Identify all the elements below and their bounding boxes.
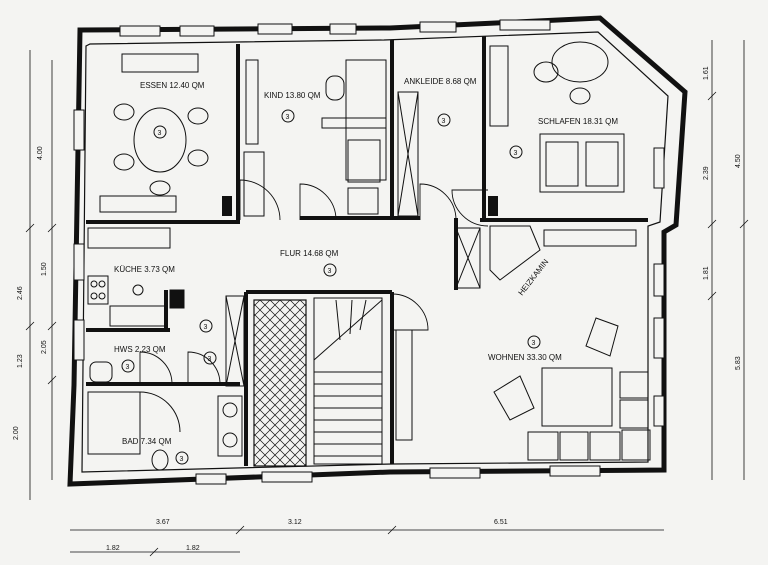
room-label-essen: ESSEN 12.40 QM: [140, 81, 205, 90]
dim-right-1: 4.50: [735, 154, 742, 168]
wall-pillars: [222, 196, 498, 216]
dim-right-4: 5.83: [735, 356, 742, 370]
svg-text:3: 3: [532, 340, 536, 347]
dim-left-5: 2.00: [13, 426, 20, 440]
svg-text:3: 3: [514, 150, 518, 157]
marker-kueche: 3: [199, 319, 213, 333]
marker-bad: 3: [175, 451, 189, 465]
room-label-bad: BAD 7.34 QM: [122, 437, 172, 446]
svg-text:3: 3: [126, 364, 130, 371]
door-swings: [139, 179, 489, 385]
fireplace: [395, 225, 541, 441]
room-label-hws: HWS 2.23 QM: [114, 345, 166, 354]
dimension-labels-right: 1.61 4.50 2.39 1.81 5.83: [703, 66, 742, 370]
schlafen-furniture: [489, 41, 625, 193]
svg-text:3: 3: [180, 456, 184, 463]
marker-wohnen: 3: [527, 335, 541, 349]
room-label-flur: FLUR 14.68 QM: [280, 249, 339, 258]
room-label-schlafen: SCHLAFEN 18.31 QM: [538, 117, 618, 126]
marker-flur: 3: [323, 263, 337, 277]
room-label-kind: KIND 13.80 QM: [264, 91, 321, 100]
dim-right-3: 1.81: [703, 266, 710, 280]
marker-schlafen: 3: [509, 145, 523, 159]
room-label-ankleide: ANKLEIDE 8.68 QM: [404, 77, 477, 86]
circle-markers: 3 3 3 3 3 3 3 3 3 3: [121, 109, 541, 465]
marker-hws: 3: [121, 359, 135, 373]
dimension-lines-right: [707, 40, 749, 480]
staircase: [313, 297, 383, 465]
kitchen-fixtures: [87, 227, 185, 383]
dim-right-0: 1.61: [703, 66, 710, 80]
dim-right-2: 2.39: [703, 166, 710, 180]
bathroom-fixtures: [87, 391, 243, 471]
windows: [73, 19, 665, 485]
ankleide-wardrobe: [397, 91, 419, 217]
dim-left-3: 2.05: [41, 340, 48, 354]
dim-bottom-4: 1.82: [186, 545, 200, 552]
svg-text:3: 3: [204, 324, 208, 331]
kind-furniture: [243, 59, 387, 217]
dining-table: [99, 53, 209, 213]
room-label-kueche: KÜCHE 3.73 QM: [114, 265, 175, 274]
dim-bottom-0: 3.67: [156, 519, 170, 526]
svg-text:3: 3: [442, 118, 446, 125]
dim-left-0: 4.00: [37, 146, 44, 160]
svg-text:3: 3: [328, 268, 332, 275]
marker-ankleide: 3: [437, 113, 451, 127]
stair-void: [253, 299, 307, 467]
dim-left-2: 1.50: [41, 262, 48, 276]
marker-kind: 3: [281, 109, 295, 123]
svg-text:3: 3: [208, 356, 212, 363]
dim-left-4: 1.23: [17, 354, 24, 368]
dim-left-1: 2.46: [17, 286, 24, 300]
dim-bottom-2: 6.51: [494, 519, 508, 526]
room-label-wohnen: WOHNEN 33.30 QM: [488, 353, 562, 362]
marker-essen: 3: [153, 125, 167, 139]
dimension-labels-left: 4.00 2.46 1.50 2.05 1.23 2.00: [13, 146, 48, 440]
marker-wohnen-2: 3: [203, 351, 217, 365]
dim-bottom-1: 3.12: [288, 519, 302, 526]
svg-text:3: 3: [158, 130, 162, 137]
dim-bottom-3: 1.82: [106, 545, 120, 552]
flur-closet: [225, 295, 245, 387]
dimension-lines-left: [25, 50, 57, 500]
wohnen-furniture: [493, 229, 651, 461]
dimension-labels-bottom: 3.67 3.12 6.51 1.82 1.82: [106, 519, 508, 552]
svg-text:3: 3: [286, 114, 290, 121]
dimension-lines-bottom: [70, 525, 664, 557]
